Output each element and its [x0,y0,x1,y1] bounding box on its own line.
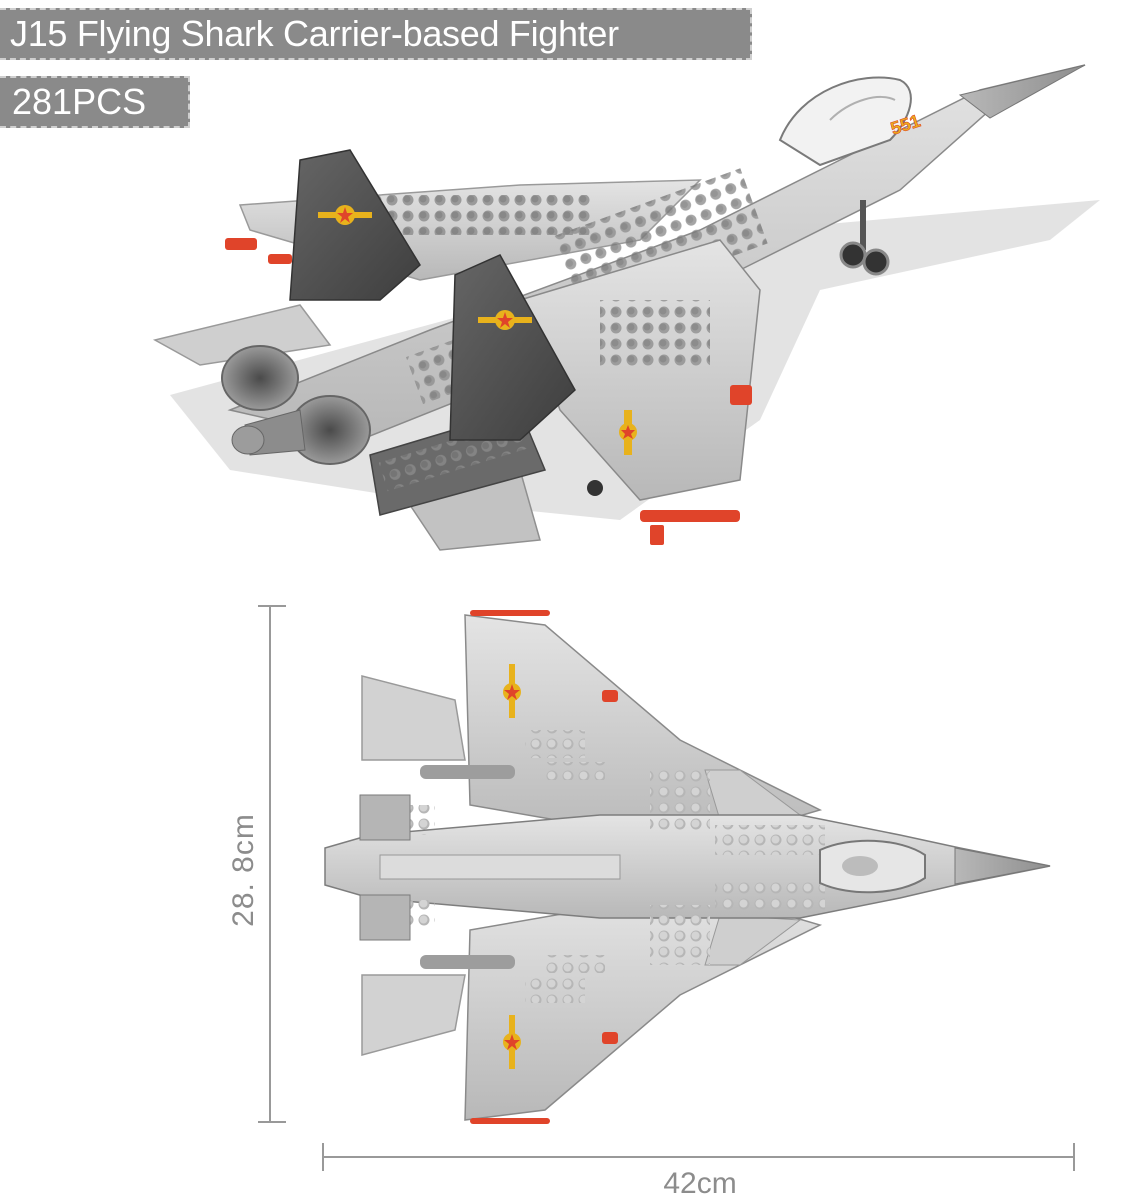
star-insignia-icon [619,410,637,455]
height-dimension-line [258,605,286,1123]
top-upper-engine [359,794,411,841]
engine-nozzles [221,345,371,465]
left-vertical-tail [289,149,421,301]
height-dimension-label: 28. 8cm [227,813,260,927]
product-title: J15 Flying Shark Carrier-based Fighter [0,8,752,60]
missiles [225,238,752,545]
piece-count-badge: 281PCS [0,76,190,128]
top-lower-engine [359,894,411,941]
star-insignia-icon [478,310,532,330]
top-missiles [470,610,618,1124]
top-left-stabilizer [361,675,466,761]
left-stabilizer [152,304,332,366]
star-insignia-icon [503,1015,521,1069]
width-dimension-line [322,1143,1075,1171]
width-dimension-label: 42cm [663,1167,737,1200]
aircraft-perspective-view: 551 [152,64,1100,551]
landing-gear [587,200,890,496]
nose-cone [958,64,1086,119]
top-nose-cone [954,847,1051,885]
star-insignia-icon [503,664,521,718]
star-insignia-icon [318,205,372,225]
aircraft-top-view [324,610,1051,1124]
right-vertical-tail [449,254,576,441]
canopy [778,76,912,167]
top-right-stabilizer [361,974,466,1056]
